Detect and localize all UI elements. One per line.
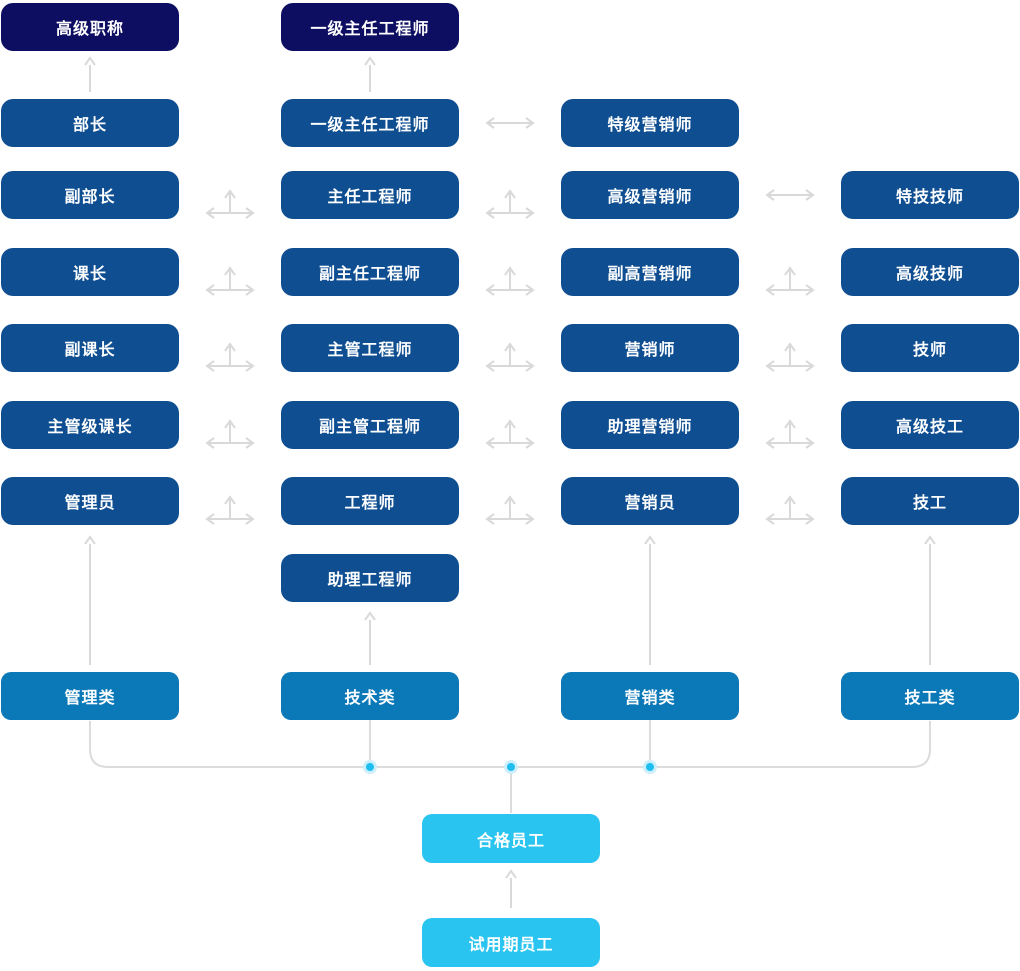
level-box-marketing-2: 高级营销师 [561,171,739,219]
level-box-skilled-3: 技师 [841,324,1019,372]
level-box-management-5: 主管级课长 [1,401,179,449]
level-box-skilled-1: 特技技师 [841,171,1019,219]
level-box-marketing-1: 特级营销师 [561,99,739,147]
level-box-marketing-6: 营销员 [561,477,739,525]
level-box-skilled-5: 技工 [841,477,1019,525]
category-box-marketing: 营销类 [561,672,739,720]
junction-dot [363,760,657,774]
level-box-management-4: 副课长 [1,324,179,372]
category-box-management: 管理类 [1,672,179,720]
category-box-skilled: 技工类 [841,672,1019,720]
category-box-technical: 技术类 [281,672,459,720]
level-box-management-2: 副部长 [1,171,179,219]
peak-box-technical: 一级主任工程师 [281,3,459,51]
level-box-marketing-4: 营销师 [561,324,739,372]
qualified-employee-box: 合格员工 [422,814,600,863]
level-box-technical-5: 副主管工程师 [281,401,459,449]
level-box-marketing-3: 副高营销师 [561,248,739,296]
level-box-management-3: 课长 [1,248,179,296]
level-box-management-6: 管理员 [1,477,179,525]
level-box-technical-6: 工程师 [281,477,459,525]
level-box-technical-7: 助理工程师 [281,554,459,602]
level-box-skilled-2: 高级技师 [841,248,1019,296]
level-box-marketing-5: 助理营销师 [561,401,739,449]
probation-employee-box: 试用期员工 [422,918,600,967]
up-arrow-icon [84,56,936,908]
level-box-technical-4: 主管工程师 [281,324,459,372]
level-box-technical-1: 一级主任工程师 [281,99,459,147]
level-box-skilled-4: 高级技工 [841,401,1019,449]
level-box-technical-2: 主任工程师 [281,171,459,219]
level-box-management-1: 部长 [1,99,179,147]
peak-box-management: 高级职称 [1,3,179,51]
level-box-technical-3: 副主任工程师 [281,248,459,296]
